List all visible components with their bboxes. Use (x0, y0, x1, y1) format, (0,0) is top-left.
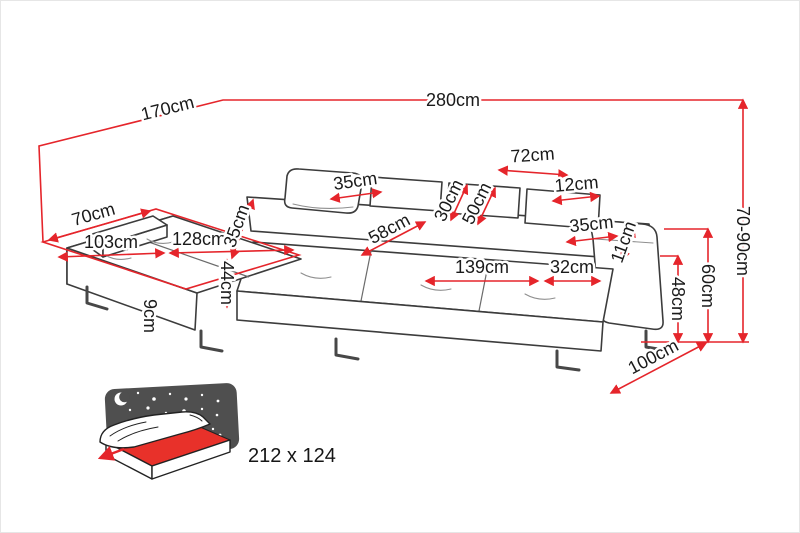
dim-label-60: 60cm (698, 264, 718, 308)
star-dot (128, 408, 132, 412)
sofa-leg (85, 285, 109, 311)
pillow-crease-line (292, 203, 354, 210)
dim-line-50 (477, 186, 496, 226)
star-dot (146, 406, 150, 410)
dim-line-70 (47, 208, 152, 243)
dim-line-35-arm (565, 231, 619, 247)
tuft-line (524, 293, 556, 300)
star-dot (216, 399, 220, 403)
blanket-fold-line (117, 426, 159, 442)
dim-label-280: 280cm (426, 90, 480, 110)
sofa-leg (555, 349, 581, 372)
tuft-line (300, 272, 332, 279)
dim-label-128: 128cm (172, 229, 226, 249)
sleeping-area-label: 212 x 124 (248, 445, 336, 467)
dim-line-11 (620, 226, 636, 262)
blanket-fold-line (109, 421, 147, 437)
sleeping-function-icon (97, 383, 240, 480)
dimension-lines (38, 98, 749, 394)
star-dot (152, 397, 156, 401)
star-dot (184, 397, 188, 401)
moon-icon (114, 391, 130, 406)
star-dot (168, 392, 172, 396)
dim-label-12: 12cm (554, 172, 600, 196)
bed-base-right-face (151, 439, 231, 480)
dim-label-72: 72cm (510, 144, 555, 167)
tuft-line (420, 284, 452, 291)
dim-line-103 (57, 248, 166, 262)
dim-label-103: 103cm (84, 232, 138, 252)
dim-label-32: 32cm (550, 257, 594, 277)
dim-label-139: 139cm (455, 257, 509, 277)
sofa-leg (199, 329, 224, 353)
dim-line-12 (551, 191, 601, 206)
bed-blanket (99, 411, 211, 449)
seat-seam-line (360, 250, 372, 302)
dim-line-72 (497, 165, 569, 180)
dim-label-70: 70cm (69, 199, 117, 230)
dim-line-30 (449, 183, 469, 222)
dim-line-35-pillow (329, 188, 383, 203)
dim-line-35-seam (230, 198, 255, 260)
sofa-leg (334, 337, 360, 361)
dim-label-48: 48cm (668, 277, 688, 321)
star-dot (136, 391, 140, 395)
star-dot (200, 393, 204, 397)
fold-out-arrow (97, 446, 125, 461)
star-dot (200, 407, 204, 411)
dim-line-58 (360, 221, 427, 256)
sofa-base-front (236, 290, 604, 352)
dim-label-170: 170cm (139, 92, 196, 124)
blanket-fold-line (189, 414, 203, 422)
star-dot (215, 413, 219, 417)
star-dot (211, 427, 215, 431)
dim-label-44: 44cm (217, 261, 237, 305)
dim-outline-top (38, 99, 743, 243)
dim-line-100 (609, 342, 708, 394)
dim-label-9: 9cm (140, 299, 160, 333)
sofa-headrest-left (369, 176, 443, 212)
dim-label-70-90: 70-90cm (733, 206, 753, 276)
